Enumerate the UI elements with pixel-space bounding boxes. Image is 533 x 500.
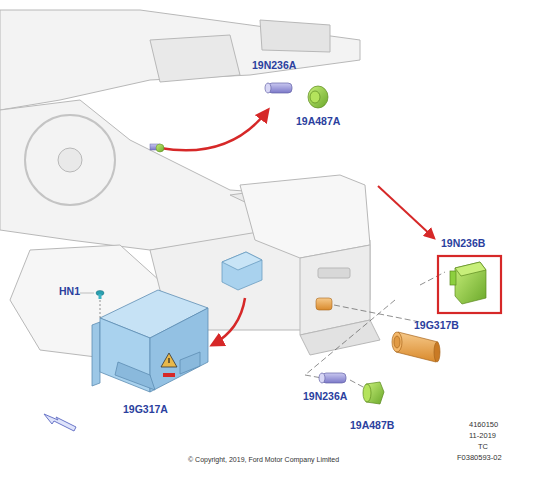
- drawing-note: 11-2019: [469, 432, 496, 440]
- part-number: 19A487A: [296, 116, 340, 128]
- drawing-note: © Copyright, 2019, Ford Motor Company Li…: [188, 456, 339, 464]
- drawing-note: 4160150: [469, 421, 498, 429]
- part-number: 19G317A: [123, 404, 168, 416]
- drawing-note: TC: [478, 443, 488, 451]
- part-number: HN1: [59, 286, 80, 298]
- part-number: 19N236A: [252, 60, 296, 72]
- drawing-note: F0380593-02: [457, 454, 502, 462]
- part-number: 19A487B: [350, 420, 394, 432]
- part-number: 19G317B: [414, 320, 459, 332]
- part-number: 19N236B: [441, 238, 485, 250]
- part-number: 19N236A: [303, 391, 347, 403]
